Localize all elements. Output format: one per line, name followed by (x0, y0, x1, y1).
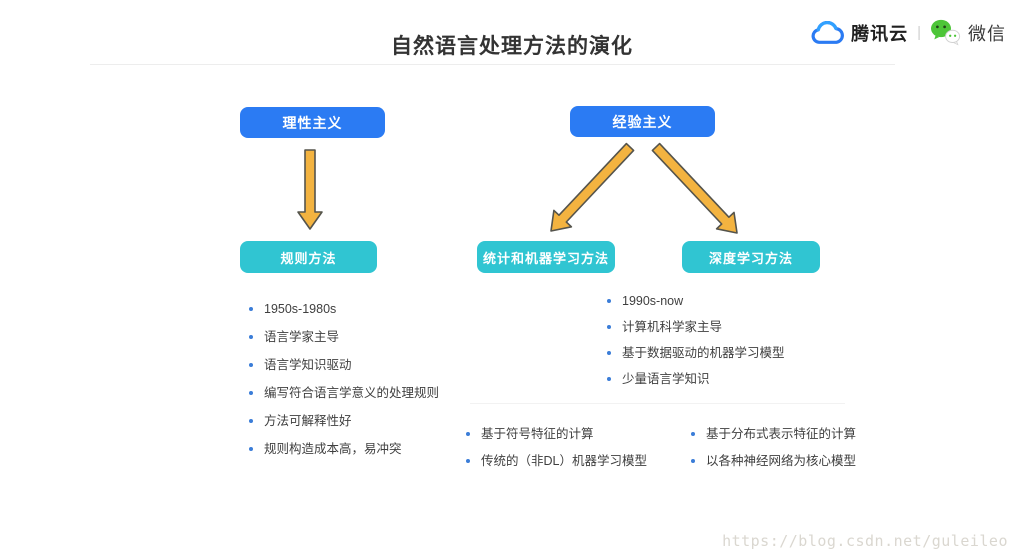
empiricism-common-list: 1990s-now 计算机科学家主导基于数据驱动的机器学习模型少量语言学知识 (607, 294, 785, 386)
tencent-cloud-icon (811, 20, 845, 44)
list-item: 语言学家主导 (249, 330, 439, 344)
list-item-text: 计算机科学家主导 (622, 320, 723, 334)
brand-logos: 腾讯云 | 微信 (810, 19, 1006, 46)
bullet-icon (607, 351, 611, 355)
bullet-icon (466, 432, 470, 436)
brand-separator: | (917, 24, 921, 41)
bullet-icon (249, 307, 253, 311)
bullet-icon (249, 447, 253, 451)
rule-methods-list: 1950s-1980s 语言学家主导语言学知识驱动编写符合语言学意义的处理规则方法… (249, 302, 439, 456)
bullet-icon (249, 363, 253, 367)
header-divider (90, 64, 895, 65)
list-item-text: 规则构造成本高，易冲突 (264, 442, 402, 456)
page-title: 自然语言处理方法的演化 (391, 35, 633, 58)
list-item-text: 编写符合语言学意义的处理规则 (264, 386, 440, 400)
wechat-icon (931, 19, 961, 46)
list-item-text: 基于数据驱动的机器学习模型 (622, 346, 785, 360)
list-item: 基于分布式表示特征的计算 (691, 427, 856, 441)
list-item-text: 方法可解释性好 (264, 414, 352, 428)
list-item-text: 1990s-now (622, 294, 684, 308)
list-item-text: 语言学家主导 (264, 330, 340, 344)
watermark-url: https://blog.csdn.net/guleileo (722, 532, 1008, 550)
list-item: 规则构造成本高，易冲突 (249, 442, 439, 456)
arrow-empiricism-to-deeplearning (651, 142, 738, 234)
list-item-text: 以各种神经网络为核心模型 (706, 454, 857, 468)
bullet-icon (607, 325, 611, 329)
node-rule-methods: 规则方法 (240, 241, 377, 273)
list-item: 语言学知识驱动 (249, 358, 439, 372)
list-item: 少量语言学知识 (607, 372, 785, 386)
list-item-text: 基于分布式表示特征的计算 (706, 427, 857, 441)
tencent-cloud-label: 腾讯云 (851, 23, 909, 44)
bullet-icon (466, 459, 470, 463)
bullet-icon (249, 391, 253, 395)
node-rationalism: 理性主义 (240, 107, 385, 138)
arrow-rationalism-to-rule (297, 149, 323, 230)
list-item-text: 1950s-1980s (264, 302, 337, 316)
list-item: 传统的（非DL）机器学习模型 (466, 454, 647, 468)
node-deep-learning-methods: 深度学习方法 (682, 241, 820, 273)
statistical-ml-list: 基于符号特征的计算传统的（非DL）机器学习模型 (466, 427, 647, 468)
bullet-icon (691, 459, 695, 463)
list-item-text: 少量语言学知识 (622, 372, 710, 386)
list-item: 以各种神经网络为核心模型 (691, 454, 856, 468)
node-empiricism: 经验主义 (570, 106, 715, 137)
list-item: 计算机科学家主导 (607, 320, 785, 334)
list-item-text: 语言学知识驱动 (264, 358, 352, 372)
bullet-icon (607, 377, 611, 381)
bullet-icon (249, 335, 253, 339)
section-divider (470, 403, 845, 404)
list-item: 1990s-now (607, 294, 785, 308)
list-item: 基于数据驱动的机器学习模型 (607, 346, 785, 360)
deep-learning-list: 基于分布式表示特征的计算以各种神经网络为核心模型 (691, 427, 856, 468)
list-item: 方法可解释性好 (249, 414, 439, 428)
list-item-text: 基于符号特征的计算 (481, 427, 594, 441)
list-item: 基于符号特征的计算 (466, 427, 647, 441)
bullet-icon (607, 299, 611, 303)
list-item-text: 传统的（非DL）机器学习模型 (481, 454, 647, 468)
bullet-icon (691, 432, 695, 436)
list-item: 编写符合语言学意义的处理规则 (249, 386, 439, 400)
wechat-label: 微信 (968, 23, 1006, 44)
list-item: 1950s-1980s (249, 302, 439, 316)
node-statistical-ml-methods: 统计和机器学习方法 (477, 241, 615, 273)
bullet-icon (249, 419, 253, 423)
arrow-empiricism-to-statistical (550, 142, 635, 232)
